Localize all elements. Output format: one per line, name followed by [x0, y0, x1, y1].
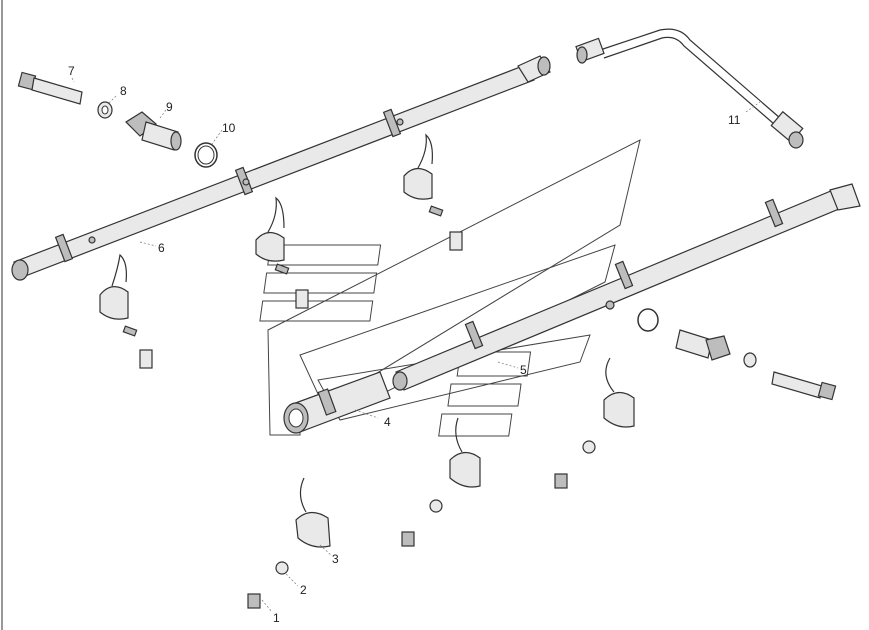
callout-8: 8: [120, 84, 127, 98]
callout-11: 11: [728, 113, 741, 127]
callout-9: 9: [166, 100, 173, 114]
callout-10: 10: [222, 121, 236, 135]
leader-lines: [71, 77, 761, 613]
part-10-seal-ring: [194, 142, 218, 168]
part-5-lower-tube: [392, 183, 861, 391]
right-fittings: [637, 308, 837, 401]
part-6-upper-tube: [11, 55, 551, 281]
callout-5: 5: [520, 363, 527, 377]
callout-2: 2: [300, 583, 307, 597]
watermark-logo: [259, 139, 641, 437]
lower-brackets: [247, 357, 635, 609]
upper-brackets: [99, 133, 463, 369]
callout-7: 7: [68, 64, 75, 78]
callout-4: 4: [384, 415, 391, 429]
part-7-bolt: [17, 71, 83, 105]
part-8-washer: [97, 101, 113, 119]
part-9-banjo-bolt: [125, 111, 182, 151]
part-11-bent-pipe: [575, 28, 804, 149]
callout-6: 6: [158, 241, 165, 255]
callout-1: 1: [273, 611, 280, 625]
callout-3: 3: [332, 552, 339, 566]
part-4-short-tube: [283, 371, 391, 434]
